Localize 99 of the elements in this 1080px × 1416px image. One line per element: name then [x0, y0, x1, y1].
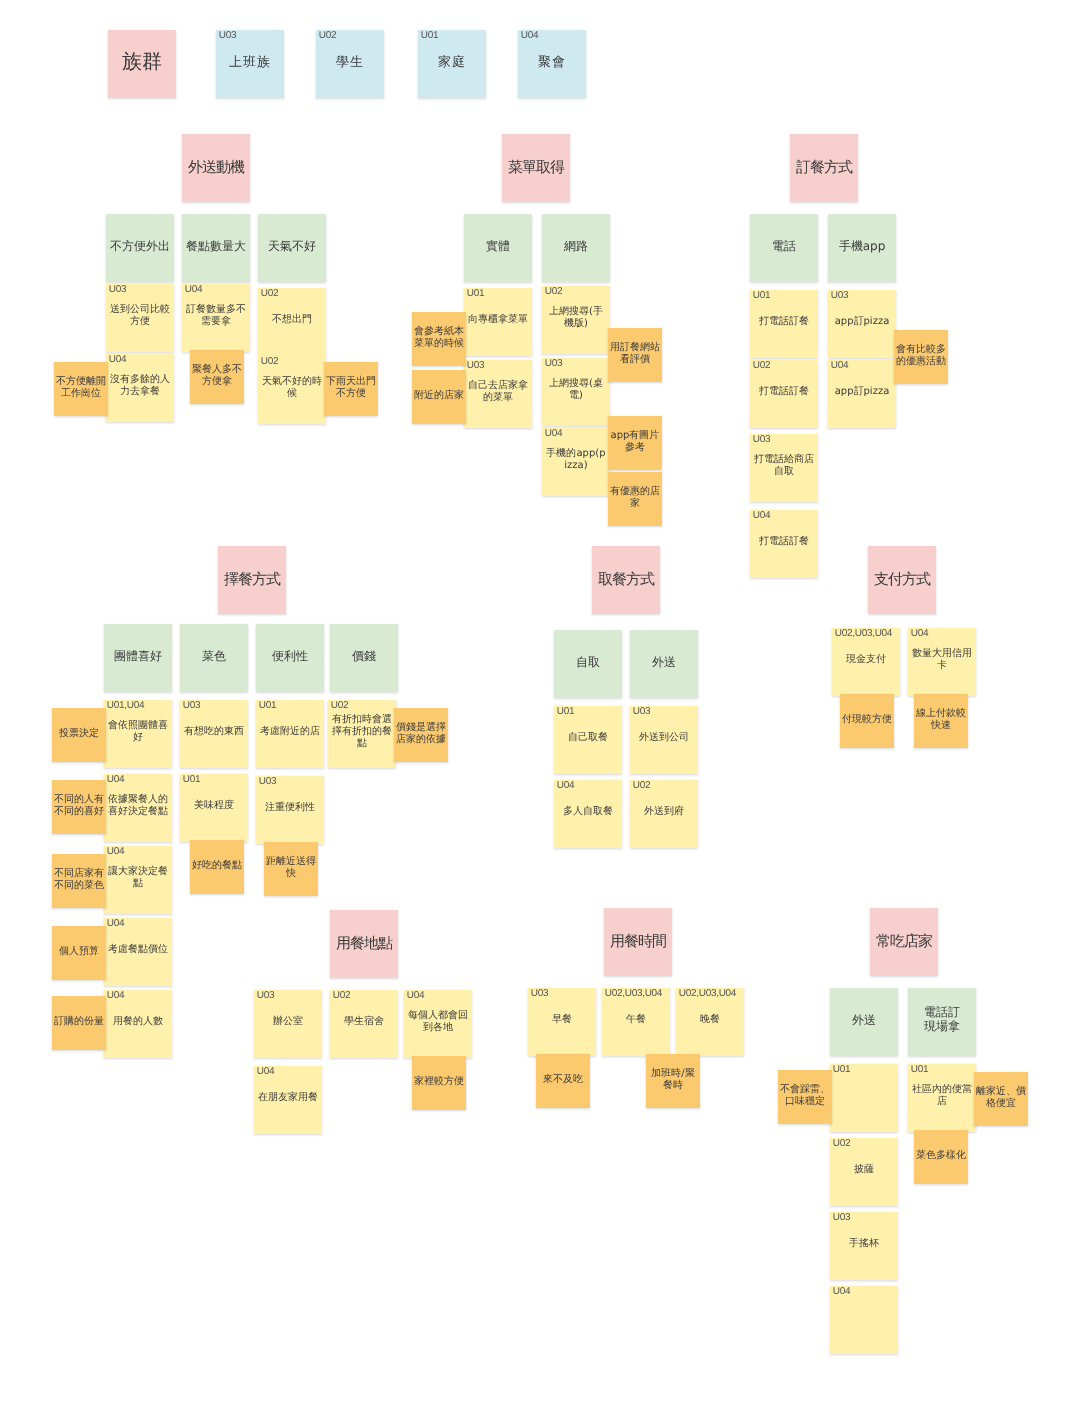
persona-sticky-note	[518, 30, 586, 98]
sticky-note	[908, 1064, 976, 1132]
theme-sticky-note	[330, 624, 398, 692]
small-sticky-note	[840, 694, 894, 748]
sticky-note	[106, 354, 174, 422]
small-sticky-note	[54, 362, 108, 416]
category-sticky-note	[870, 908, 938, 976]
sticky-note	[104, 700, 172, 768]
sticky-note	[630, 780, 698, 848]
sticky-note	[828, 360, 896, 428]
sticky-note	[464, 360, 532, 428]
small-sticky-note	[394, 708, 448, 762]
sticky-note	[104, 774, 172, 842]
small-sticky-note	[536, 1054, 590, 1108]
sticky-note	[830, 1064, 898, 1132]
sticky-note	[528, 988, 596, 1056]
category-sticky-note	[592, 546, 660, 614]
sticky-note	[542, 286, 610, 354]
small-sticky-note	[608, 328, 662, 382]
category-sticky-note	[502, 134, 570, 202]
sticky-note	[254, 990, 322, 1058]
sticky-note	[830, 1212, 898, 1280]
small-sticky-note	[52, 780, 106, 834]
category-sticky-note	[182, 134, 250, 202]
sticky-note	[602, 988, 670, 1056]
theme-sticky-note	[258, 214, 326, 282]
small-sticky-note	[190, 840, 244, 894]
small-sticky-note	[646, 1054, 700, 1108]
sticky-note	[464, 288, 532, 356]
theme-sticky-note	[750, 214, 818, 282]
small-sticky-note	[412, 312, 466, 366]
theme-sticky-note	[828, 214, 896, 282]
category-sticky-note	[790, 134, 858, 202]
theme-sticky-note	[464, 214, 532, 282]
category-sticky-note	[868, 546, 936, 614]
sticky-note	[258, 288, 326, 356]
persona-sticky-note	[216, 30, 284, 98]
sticky-note	[542, 428, 610, 496]
sticky-note	[554, 706, 622, 774]
small-sticky-note	[894, 330, 948, 384]
theme-sticky-note	[542, 214, 610, 282]
category-sticky-note	[604, 908, 672, 976]
category-title: 族群	[122, 52, 162, 76]
theme-sticky-note	[908, 988, 976, 1056]
sticky-note	[104, 990, 172, 1058]
small-sticky-note	[778, 1070, 832, 1124]
small-sticky-note	[52, 854, 106, 908]
theme-sticky-note	[554, 630, 622, 698]
category-sticky-note	[330, 910, 398, 978]
sticky-note	[542, 358, 610, 426]
sticky-note	[676, 988, 744, 1056]
sticky-note	[404, 990, 472, 1058]
sticky-note	[750, 290, 818, 358]
small-sticky-note	[324, 362, 378, 416]
theme-sticky-note	[256, 624, 324, 692]
small-sticky-note	[914, 1130, 968, 1184]
sticky-note	[908, 628, 976, 696]
sticky-note	[182, 284, 250, 352]
persona-sticky-note	[418, 30, 486, 98]
small-sticky-note	[412, 1056, 466, 1110]
sticky-note	[630, 706, 698, 774]
theme-sticky-note	[180, 624, 248, 692]
sticky-note	[330, 990, 398, 1058]
category-sticky-note	[218, 546, 286, 614]
theme-sticky-note	[104, 624, 172, 692]
sticky-note	[328, 700, 396, 768]
category-sticky-note	[108, 30, 176, 98]
sticky-note	[258, 356, 326, 424]
sticky-note	[750, 510, 818, 578]
persona-sticky-note	[316, 30, 384, 98]
theme-sticky-note	[830, 988, 898, 1056]
sticky-note	[254, 1066, 322, 1134]
sticky-note	[106, 284, 174, 352]
small-sticky-note	[412, 370, 466, 424]
small-sticky-note	[974, 1072, 1028, 1126]
small-sticky-note	[52, 708, 106, 762]
sticky-note	[830, 1138, 898, 1206]
small-sticky-note	[264, 842, 318, 896]
sticky-note	[554, 780, 622, 848]
small-sticky-note	[914, 694, 968, 748]
theme-sticky-note	[106, 214, 174, 282]
sticky-note	[832, 628, 900, 696]
sticky-note	[104, 846, 172, 914]
small-sticky-note	[608, 472, 662, 526]
sticky-note	[180, 774, 248, 842]
sticky-note	[750, 434, 818, 502]
small-sticky-note	[52, 996, 106, 1050]
sticky-note	[828, 290, 896, 358]
sticky-note	[256, 776, 324, 844]
sticky-note	[180, 700, 248, 768]
sticky-note	[104, 918, 172, 986]
sticky-note	[830, 1286, 898, 1354]
small-sticky-note	[52, 926, 106, 980]
small-sticky-note	[608, 416, 662, 470]
theme-sticky-note	[630, 630, 698, 698]
sticky-note	[256, 700, 324, 768]
sticky-note	[750, 360, 818, 428]
small-sticky-note	[190, 350, 244, 404]
theme-sticky-note	[182, 214, 250, 282]
